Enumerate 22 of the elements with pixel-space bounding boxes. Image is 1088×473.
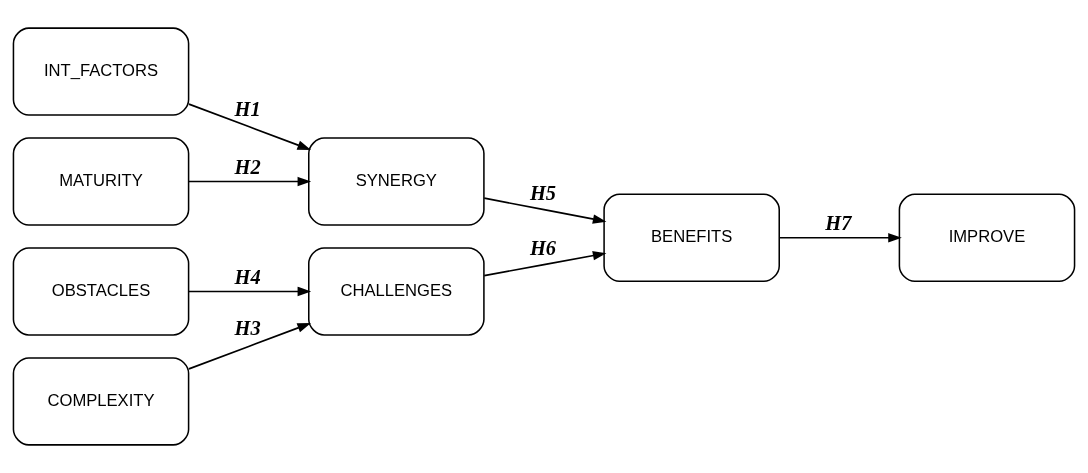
node-box: IMPROVE (898, 193, 1076, 282)
arrow (188, 323, 311, 370)
node-box: CHALLENGES (308, 247, 485, 336)
arrow (483, 250, 607, 277)
node-box: INT_FACTORS (12, 27, 190, 116)
arrow (778, 233, 902, 243)
edge-label: H4 (234, 265, 261, 288)
arrow (188, 176, 312, 187)
edge-label: H2 (234, 155, 261, 178)
edge-label: H6 (529, 237, 557, 260)
node-box: OBSTACLES (12, 247, 190, 336)
arrow (188, 286, 312, 297)
edge-label: H1 (234, 98, 261, 121)
node-box: SYNERGY (308, 137, 485, 226)
edge-label: H3 (234, 316, 261, 339)
edge-label: H5 (529, 182, 557, 205)
arrow (483, 197, 607, 224)
node-box: BENEFITS (603, 193, 780, 282)
node-box: MATURITY (12, 137, 190, 226)
edge-label: H7 (825, 211, 852, 234)
arrow (188, 103, 311, 150)
node-box: COMPLEXITY (12, 357, 190, 446)
